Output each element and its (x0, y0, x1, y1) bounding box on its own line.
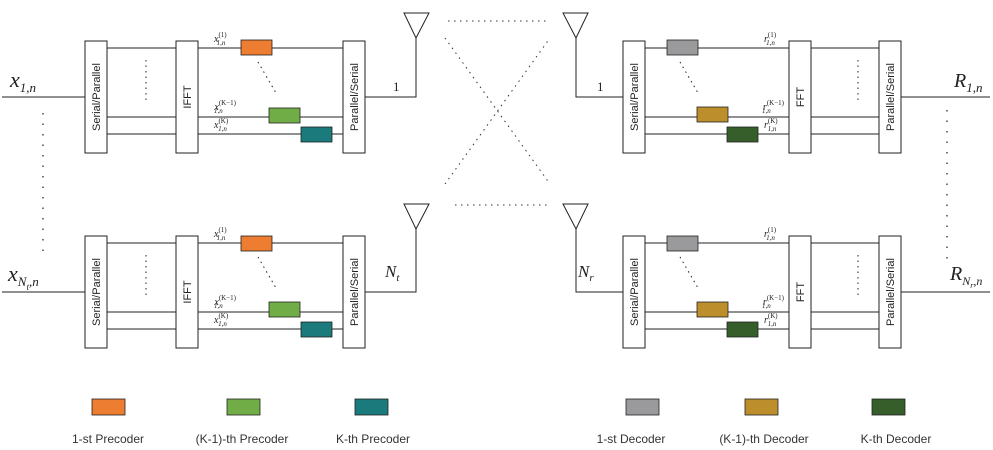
rx-bot-fft-label: FFT (795, 282, 807, 302)
rx-top-sigk1-label: r(K−1)1,n (762, 99, 785, 115)
rx-top-antenna-label: 1 (597, 79, 604, 94)
rx-top-dots (679, 60, 859, 103)
rx-bot-decoder-1 (666, 235, 699, 252)
rx-top-decoder-k (726, 126, 759, 143)
rx-top-decoder-k1 (696, 106, 729, 123)
rx-top-sigk-label: r(K)1,n (764, 117, 778, 133)
tx-bot-ps-label: Parallel/Serial (349, 258, 361, 326)
legend-label-decoder-1: 1-st Decoder (597, 432, 666, 446)
tx-top-ifft-label: IFFT (182, 85, 194, 108)
rx-top-decoder-1 (666, 39, 699, 56)
tx-top-sp-label: Serial/Parallel (91, 63, 103, 131)
legend-swatch-precoder-k (354, 398, 389, 416)
tx-bot-sigk1-label: x(K−1)1,n (213, 294, 236, 310)
rx-bot-sigk-label: r(K)1,n (764, 312, 778, 328)
tx-top-precoder-k (300, 126, 333, 143)
tx-top-precoder-k1 (268, 107, 301, 124)
tx-bot-sig1-label: x(1)1,n (213, 226, 227, 242)
legend-swatch-precoder-1 (91, 398, 126, 416)
rx-bot-decoder-k (726, 321, 759, 338)
legend-swatch-decoder-k (871, 398, 906, 416)
tx-bot-ifft-label: IFFT (182, 280, 194, 303)
rx-top-ps-label: Parallel/Serial (885, 63, 897, 131)
rx-bot-output-label: RNr,n (949, 263, 982, 290)
tx-bot-dots (145, 255, 277, 298)
legend: 1-st Precoder (K-1)-th Precoder K-th Pre… (72, 398, 932, 446)
legend-swatch-decoder-k1 (744, 398, 779, 416)
rx-bot-sig1-label: r(1)1,n (764, 226, 777, 242)
tx-top-sig1-label: x(1)1,n (213, 31, 227, 47)
legend-swatch-decoder-1 (625, 398, 660, 416)
legend-label-decoder-k1: (K-1)-th Decoder (719, 432, 808, 446)
tx-bot-chain (2, 203, 430, 349)
tx-top-ps-label: Parallel/Serial (349, 63, 361, 131)
rx-bot-decoder-k1 (696, 301, 729, 318)
tx-top-sigk1-label: x(K−1)1,n (213, 99, 236, 115)
legend-swatch-precoder-k1 (226, 398, 261, 416)
rx-top-sp-label: Serial/Parallel (629, 63, 641, 131)
tx-top-precoder-1 (240, 39, 273, 56)
rx-top-sig1-label: r(1)1,n (764, 31, 777, 47)
rx-bot-chain (562, 203, 990, 349)
rx-top-output-label: R1,n (953, 70, 982, 95)
tx-top-input-label: x1,n (9, 67, 36, 95)
tx-bot-sigk-label: x(K)1,n (213, 312, 229, 328)
rx-bot-dots (679, 255, 859, 298)
rx-bot-sigk1-label: r(K−1)1,n (762, 294, 785, 310)
rx-bot-ps-label: Parallel/Serial (885, 258, 897, 326)
tx-bot-precoder-k (300, 321, 333, 338)
legend-label-precoder-k1: (K-1)-th Precoder (196, 432, 289, 446)
tx-bot-precoder-1 (240, 235, 273, 252)
tx-bot-sp-label: Serial/Parallel (91, 258, 103, 326)
tx-top-sigk-label: x(K)1,n (213, 117, 229, 133)
legend-label-precoder-1: 1-st Precoder (72, 432, 144, 446)
legend-label-decoder-k: K-th Decoder (861, 432, 932, 446)
tx-top-chain (2, 12, 430, 154)
tx-top-antenna-label: 1 (393, 79, 400, 94)
tx-bot-antenna-label: Nt (384, 262, 400, 284)
legend-label-precoder-k: K-th Precoder (336, 432, 410, 446)
tx-bot-input-label: xNt,n (7, 261, 39, 292)
channel-links (444, 20, 551, 206)
rx-bot-sp-label: Serial/Parallel (629, 258, 641, 326)
tx-top-dots (145, 60, 277, 103)
rx-top-chain (562, 12, 990, 154)
rx-top-fft-label: FFT (795, 87, 807, 107)
rx-bot-antenna-label: Nr (577, 262, 594, 284)
tx-bot-precoder-k1 (268, 301, 301, 318)
